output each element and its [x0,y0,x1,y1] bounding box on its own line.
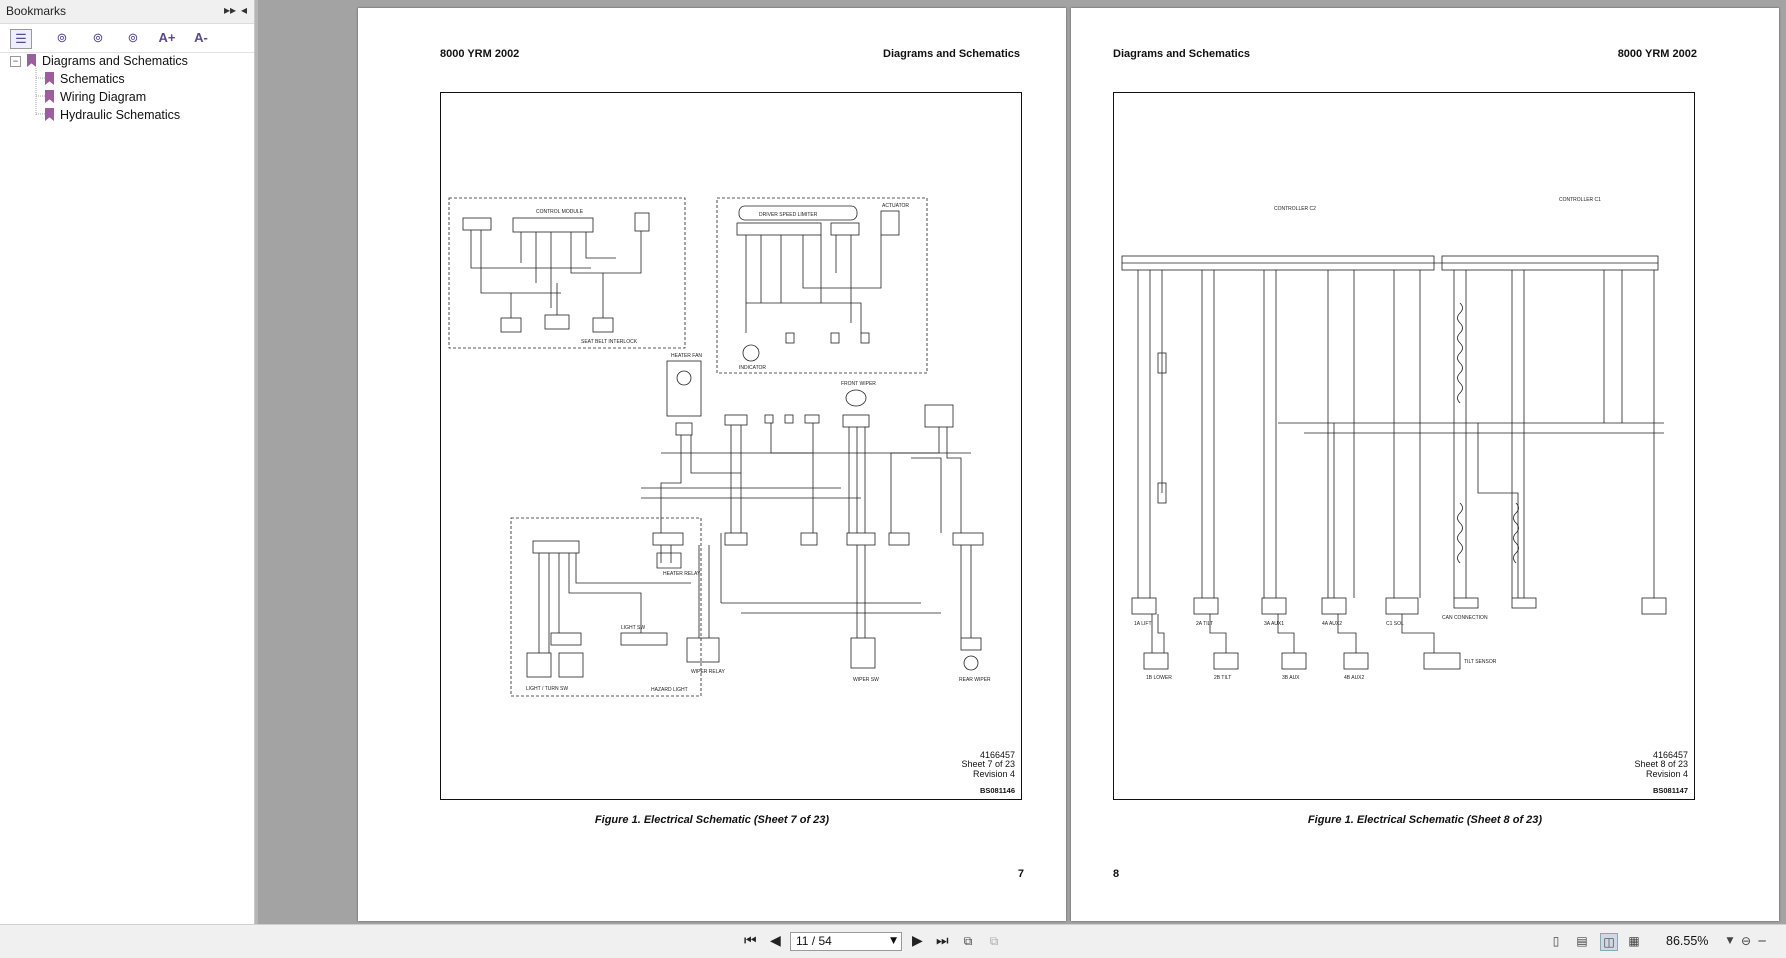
bookmark-icon [27,54,36,67]
bookmark-icon [45,90,54,103]
label-4a-aux2: 4A AUX2 [1322,621,1342,627]
first-page-icon[interactable]: ⏮ [744,933,757,949]
continuous-facing-view-icon[interactable]: ▦ [1628,934,1640,948]
bookmarks-title: Bookmarks [6,4,67,18]
label-1b-lower: 1B LOWER [1146,675,1172,681]
label-3a-aux1: 3A AUX1 [1264,621,1284,627]
navigation-toolbar: ⏮ ◀ 11 / 54 ▼ ▶ ⏭ ⧉ ⧉ ▯ ▤ ◫ ▦ 86.55% ▼ ⊖… [0,924,1786,958]
electrical-schematic-sheet-7: SEAT BELT INTERLOCK CONTROL MODULE DRIVE… [448,197,991,697]
page-number: 8 [1113,868,1120,880]
bs-code: BS081146 [979,786,1015,795]
bookmark-icon [45,72,54,85]
page-header-right: 8000 YRM 2002 [1617,48,1697,60]
page-number-value: 11 / 54 [796,934,832,948]
page-header-left: 8000 YRM 2002 [440,48,520,60]
zoom-dropdown-icon[interactable]: ▼ [1726,936,1734,946]
next-page-icon[interactable]: ▶ [912,933,923,949]
label-heater-relay: HEATER RELAY [663,571,701,577]
bs-code: BS081147 [1652,786,1688,795]
sheet-info: 4166457 Sheet 8 of 23 Revision 4 [1634,749,1688,780]
single-page-view-icon[interactable]: ▯ [1552,934,1560,948]
bookmark-label: Hydraulic Schematics [60,108,181,122]
label-driver-speed-limiter: DRIVER SPEED LIMITER [759,212,818,218]
label-seat-belt: SEAT BELT INTERLOCK [581,339,638,345]
next-view-icon[interactable]: ⧉ [989,934,999,948]
hide-panel-icon[interactable]: ◂ [241,3,248,17]
label-controller-c1: CONTROLLER C1 [1559,197,1601,203]
label-light-sw: LIGHT SW [621,625,645,631]
label-heater-fan: HEATER FAN [671,353,702,359]
schematic-frame: CONTROLLER C2 CONTROLLER C1 1A LIFT 2A T… [1113,92,1695,800]
last-page-icon[interactable]: ⏭ [936,933,949,949]
facing-view-icon[interactable]: ◫ [1600,933,1618,951]
label-2b-tilt: 2B TILT [1214,675,1231,681]
label-tilt-sensor: TILT SENSOR [1464,659,1497,665]
panel-splitter[interactable] [255,0,258,924]
label-hazard-light: HAZARD LIGHT [651,687,688,693]
bookmark-icon [45,108,54,121]
bookmark-options-icon[interactable]: ☰ [10,29,32,49]
label-can-connection: CAN CONNECTION [1442,615,1488,621]
previous-page-icon[interactable]: ◀ [770,933,781,949]
zoom-slider-icon[interactable]: ─ [1758,934,1766,948]
label-wiper-sw: WIPER SW [853,677,879,683]
sheet-number: Sheet 7 of 23 [961,759,1015,769]
label-1a-lift: 1A LIFT [1134,621,1152,627]
page-header-left: Diagrams and Schematics [1113,48,1250,60]
page-number-input[interactable]: 11 / 54 ▼ [790,932,902,951]
sheet-number: Sheet 8 of 23 [1634,759,1688,769]
page-number: 7 [1017,868,1024,880]
label-indicator: INDICATOR [739,365,766,371]
drawing-number: 4166457 [1652,749,1688,760]
bookmarks-toolbar: ☰ ⊚ ⊚ ⊚ A+ A- [0,24,254,53]
bookmark-diagrams-and-schematics[interactable]: Diagrams and Schematics [27,52,188,70]
label-actuator: ACTUATOR [882,203,909,209]
label-wiper-relay: WIPER RELAY [691,669,725,675]
bookmarks-panel: Bookmarks ▸▸ ◂ ☰ ⊚ ⊚ ⊚ A+ A- − Diagrams … [0,0,255,924]
label-rear-wiper: REAR WIPER [959,677,991,683]
bookmark-label: Diagrams and Schematics [42,54,188,68]
label-4b-aux2: 4B AUX2 [1344,675,1365,681]
label-light-turn-sw: LIGHT / TURN SW [526,686,568,692]
label-c1-sol: C1 SOL [1386,621,1404,627]
bookmark-wiring-diagram[interactable]: Wiring Diagram [45,88,146,106]
bookmarks-header: Bookmarks ▸▸ ◂ [0,0,254,24]
label-3b-aux: 3B AUX [1282,675,1300,681]
bookmark-label: Wiring Diagram [60,90,147,104]
label-front-wiper: FRONT WIPER [841,381,876,387]
previous-view-icon[interactable]: ⧉ [963,934,973,948]
electrical-schematic-sheet-8: CONTROLLER C2 CONTROLLER C1 1A LIFT 2A T… [1121,197,1667,681]
zoom-level[interactable]: 86.55% [1666,934,1709,948]
label-controller-c2: CONTROLLER C2 [1274,206,1316,212]
label-control-module: CONTROL MODULE [536,209,584,215]
bookmark-hydraulic-schematics[interactable]: Hydraulic Schematics [45,106,180,124]
bookmark-schematics[interactable]: Schematics [45,70,125,88]
revision: Revision 4 [1645,768,1688,779]
schematic-frame: SEAT BELT INTERLOCK CONTROL MODULE DRIVE… [440,92,1022,800]
revision: Revision 4 [972,768,1015,779]
page-7: 8000 YRM 2002 Diagrams and Schematics SE… [358,8,1066,921]
sheet-info: 4166457 Sheet 7 of 23 Revision 4 [961,749,1015,780]
zoom-out-icon[interactable]: ⊖ [1740,934,1752,948]
goto-bookmark-icon[interactable]: ⊚ [127,30,139,45]
collapse-tree-icon[interactable]: − [10,56,21,67]
page-header-right: Diagrams and Schematics [883,48,1020,60]
continuous-view-icon[interactable]: ▤ [1576,934,1588,948]
drawing-number: 4166457 [979,749,1015,760]
page-8: Diagrams and Schematics 8000 YRM 2002 CO… [1071,8,1779,921]
figure-caption: Figure 1. Electrical Schematic (Sheet 7 … [594,814,830,826]
bookmark-label: Schematics [60,72,125,86]
add-bookmark-icon[interactable]: ⊚ [92,30,104,45]
find-bookmark-icon[interactable]: ⊚ [56,30,68,45]
figure-caption: Figure 1. Electrical Schematic (Sheet 8 … [1307,814,1543,826]
decrease-text-size-icon[interactable]: A- [194,30,208,45]
label-2a-tilt: 2A TILT [1196,621,1213,627]
increase-text-size-icon[interactable]: A+ [158,30,176,45]
chevron-down-icon[interactable]: ▼ [890,936,897,946]
collapse-panel-icon[interactable]: ▸▸ [224,3,237,17]
